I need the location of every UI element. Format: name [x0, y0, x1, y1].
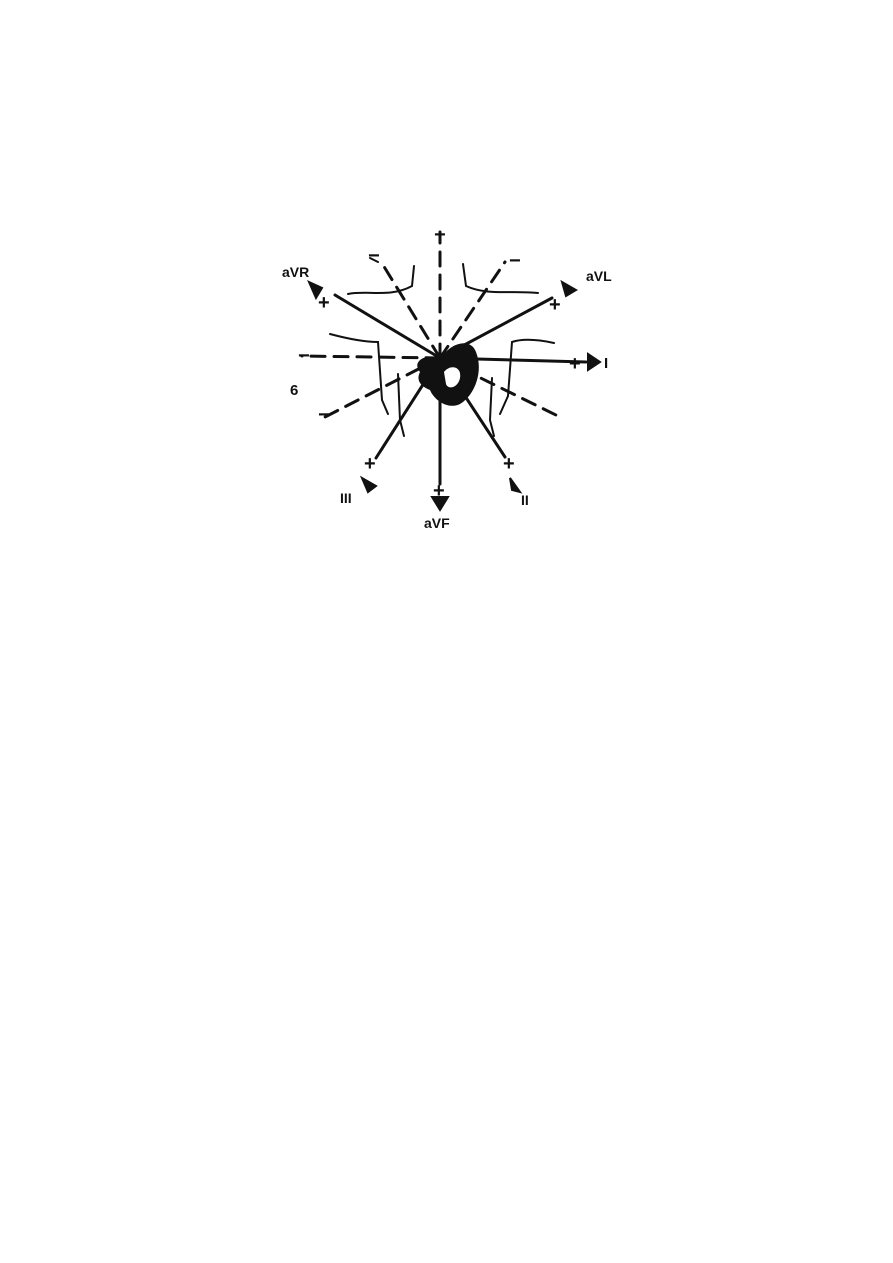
- plus-sign-avf: +: [433, 480, 445, 502]
- boundary-curve-upper-right: [462, 263, 539, 294]
- boundary-curve-left-upper: [329, 333, 389, 415]
- boundary-curve-right-upper: [499, 338, 555, 415]
- lead-avf-electrode-icon: [430, 496, 450, 512]
- lead-label-ii: II: [521, 492, 529, 508]
- lead-avr-axis: [333, 293, 442, 360]
- heart-icon: [417, 343, 479, 406]
- lead-label-avl: aVL: [586, 268, 612, 284]
- lead-avl-electrode-icon: [560, 279, 578, 298]
- plus-sign-avr: +: [318, 292, 330, 314]
- minus-sign-ii: −: [368, 245, 380, 267]
- lead-label-iii: III: [340, 490, 352, 506]
- lead-iii-negative-axis: [438, 260, 507, 360]
- minus-sign-iii: −: [509, 250, 521, 272]
- plus-sign-i: +: [569, 353, 581, 375]
- lead-ii-negative-axis: [378, 258, 442, 360]
- minus-sign-avf: −: [434, 224, 446, 246]
- lead-label-avf: aVF: [424, 515, 450, 531]
- plus-sign-ii: +: [503, 453, 515, 475]
- plus-sign-iii: +: [364, 453, 376, 475]
- boundary-curve-left-lower: [397, 373, 405, 437]
- lead-i-electrode-icon: [587, 352, 602, 372]
- plus-sign-avl: +: [549, 294, 561, 316]
- boundary-curve-upper-left: [347, 265, 415, 295]
- boundary-curve-right-lower: [488, 377, 495, 437]
- boundary-curve-upper-left-mark: [369, 257, 379, 263]
- lead-i-negative-axis: [300, 354, 442, 360]
- minus-sign-avl: −: [318, 404, 330, 426]
- minus-sign-i: −: [298, 345, 310, 367]
- lead-avr-electrode-icon: [307, 279, 324, 301]
- lead-label-i: I: [604, 355, 608, 372]
- lead-label-avr: aVR: [282, 264, 309, 280]
- lead-iii-electrode-icon: [359, 475, 378, 494]
- figure-number: 6: [290, 382, 298, 399]
- lead-ii-electrode-icon: [509, 477, 523, 494]
